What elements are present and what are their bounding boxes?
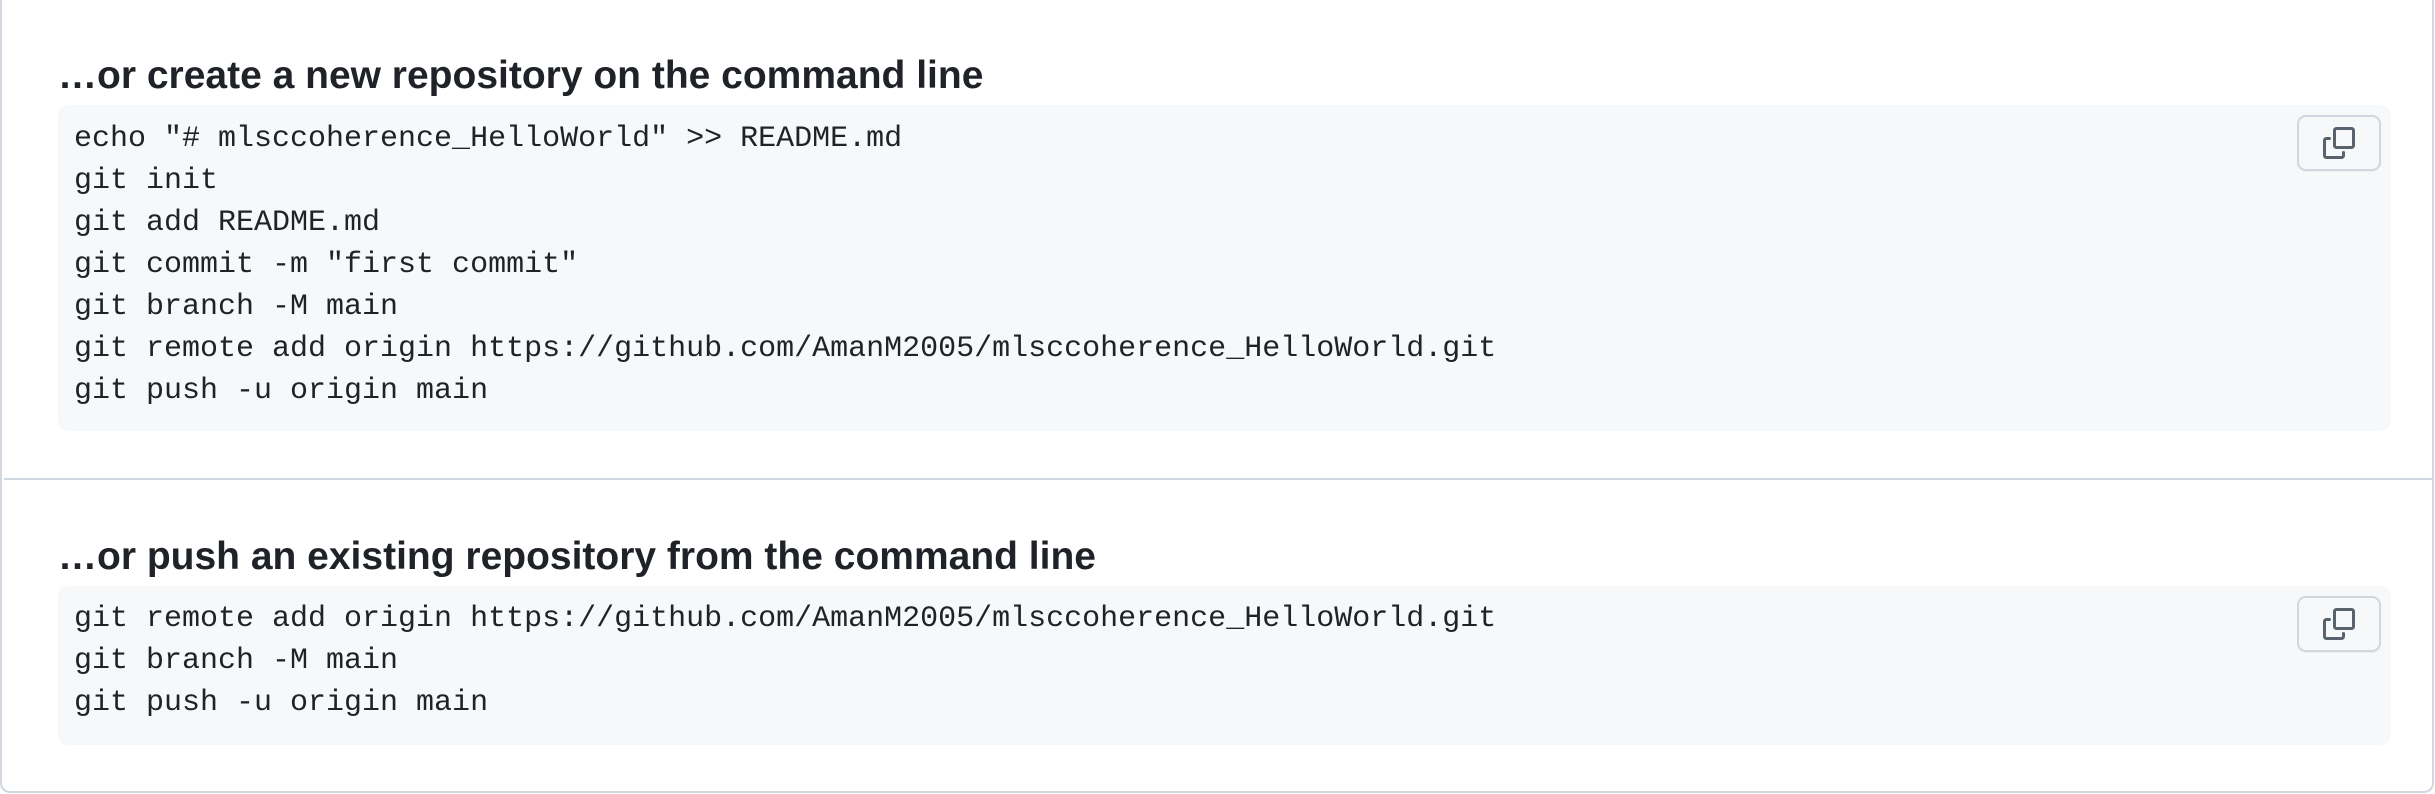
- code-line[interactable]: git branch -M main: [74, 290, 399, 324]
- code-line[interactable]: git push -u origin main: [74, 686, 489, 720]
- code-line[interactable]: git push -u origin main: [74, 374, 489, 408]
- code-line[interactable]: git commit -m "first commit": [74, 248, 579, 282]
- create-new-repository-section: …or create a new repository on the comma…: [4, 0, 2434, 478]
- create-repository-code-block: echo "# mlsccoherence_HelloWorld" >> REA…: [58, 105, 2391, 431]
- code-line[interactable]: git remote add origin https://github.com…: [74, 332, 1497, 366]
- code-line[interactable]: git remote add origin https://github.com…: [74, 602, 1497, 636]
- copy-create-commands-button[interactable]: [2297, 115, 2381, 171]
- push-repository-commands[interactable]: git remote add origin https://github.com…: [74, 598, 1496, 724]
- code-line[interactable]: git add README.md: [74, 206, 381, 240]
- push-repository-code-block: git remote add origin https://github.com…: [58, 586, 2391, 745]
- create-new-repository-heading: …or create a new repository on the comma…: [58, 54, 984, 97]
- code-line[interactable]: echo "# mlsccoherence_HelloWorld" >> REA…: [74, 122, 903, 156]
- copy-icon: [2323, 608, 2355, 640]
- copy-push-commands-button[interactable]: [2297, 596, 2381, 652]
- code-line[interactable]: git init: [74, 164, 219, 198]
- push-existing-repository-section: …or push an existing repository from the…: [4, 478, 2434, 791]
- copy-icon: [2323, 127, 2355, 159]
- create-repository-commands[interactable]: echo "# mlsccoherence_HelloWorld" >> REA…: [74, 118, 1496, 412]
- push-existing-repository-heading: …or push an existing repository from the…: [58, 535, 1096, 578]
- code-line[interactable]: git branch -M main: [74, 644, 399, 678]
